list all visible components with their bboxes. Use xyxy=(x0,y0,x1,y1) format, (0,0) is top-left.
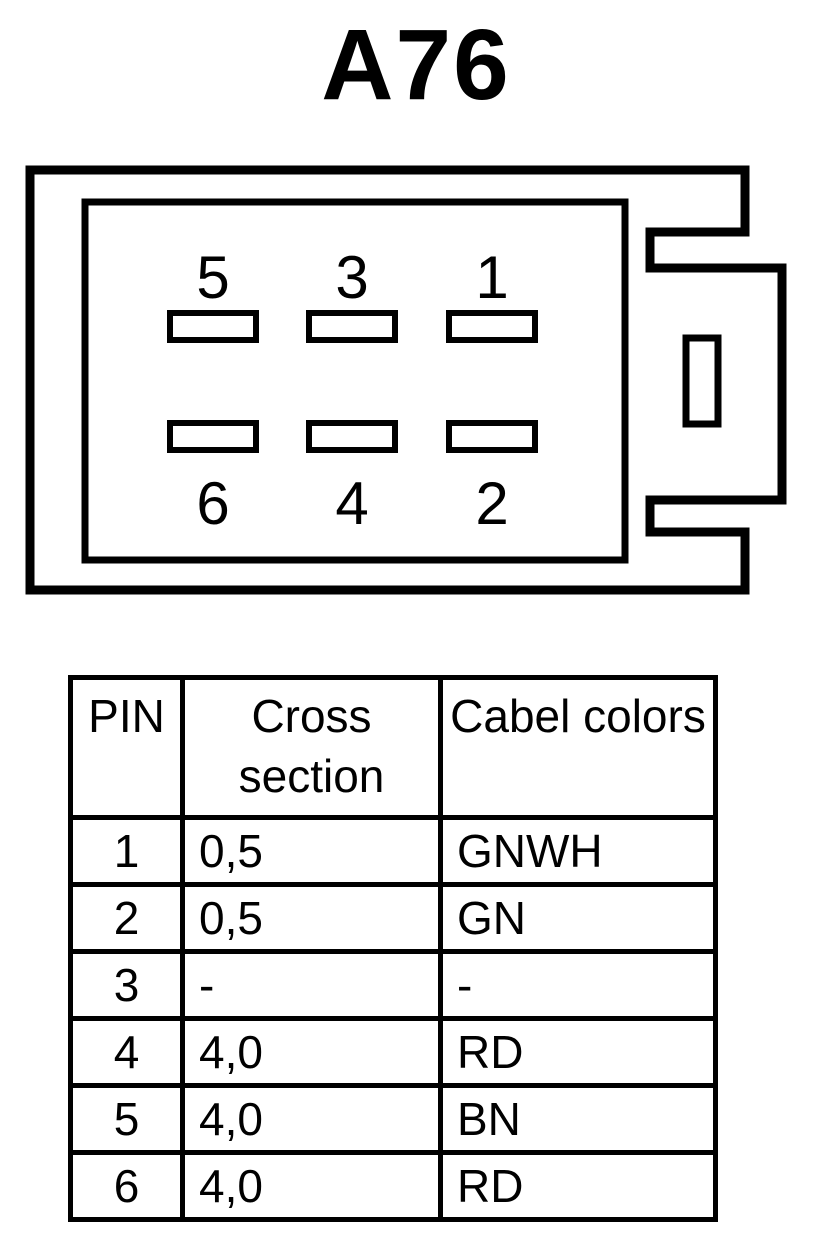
cabel-color-cell: BN xyxy=(438,1083,718,1155)
pin-table-header-cabel-colors: Cabel colors xyxy=(438,675,718,820)
connector-inner-face xyxy=(81,198,629,564)
cabel-color-cell: RD xyxy=(438,1150,718,1222)
pin-label-1: 1 xyxy=(475,244,508,311)
pin-label-3: 3 xyxy=(335,244,368,311)
cross-section-cell: 0,5 xyxy=(180,882,443,954)
pin-label-5: 5 xyxy=(196,244,229,311)
cabel-color-cell: GN xyxy=(438,882,718,954)
pin-cell: 1 xyxy=(68,815,185,887)
table-row: 4 4,0 RD xyxy=(68,1016,718,1088)
pin-slot-6 xyxy=(167,420,259,453)
connector-key-tab xyxy=(682,334,722,428)
pin-cell: 2 xyxy=(68,882,185,954)
cabel-color-cell: - xyxy=(438,949,718,1021)
connector-diagram: 5 3 1 6 4 2 xyxy=(25,165,787,595)
pin-slot-4 xyxy=(306,420,398,453)
cross-section-cell: 4,0 xyxy=(180,1150,443,1222)
table-row: 1 0,5 GNWH xyxy=(68,815,718,887)
pin-slot-3 xyxy=(306,310,398,343)
pin-table-header-row: PIN Cross section Cabel colors xyxy=(68,675,718,820)
cabel-color-cell: GNWH xyxy=(438,815,718,887)
table-row: 2 0,5 GN xyxy=(68,882,718,954)
pin-slot-1 xyxy=(446,310,538,343)
pin-table-header-cross-section: Cross section xyxy=(180,675,443,820)
pin-table: PIN Cross section Cabel colors 1 0,5 GNW… xyxy=(68,675,718,1222)
table-row: 6 4,0 RD xyxy=(68,1150,718,1222)
pin-cell: 6 xyxy=(68,1150,185,1222)
pin-cell: 4 xyxy=(68,1016,185,1088)
pin-label-2: 2 xyxy=(475,470,508,537)
table-row: 3 - - xyxy=(68,949,718,1021)
cross-section-cell: 4,0 xyxy=(180,1016,443,1088)
pin-table-header-pin: PIN xyxy=(68,675,185,820)
cross-section-cell: - xyxy=(180,949,443,1021)
pin-slot-5 xyxy=(167,310,259,343)
cross-section-cell: 0,5 xyxy=(180,815,443,887)
cabel-color-cell: RD xyxy=(438,1016,718,1088)
pin-label-4: 4 xyxy=(335,470,368,537)
pin-slot-2 xyxy=(446,420,538,453)
pin-label-6: 6 xyxy=(196,470,229,537)
cross-section-cell: 4,0 xyxy=(180,1083,443,1155)
connector-title: A76 xyxy=(321,9,511,121)
pin-cell: 3 xyxy=(68,949,185,1021)
pin-cell: 5 xyxy=(68,1083,185,1155)
table-row: 5 4,0 BN xyxy=(68,1083,718,1155)
